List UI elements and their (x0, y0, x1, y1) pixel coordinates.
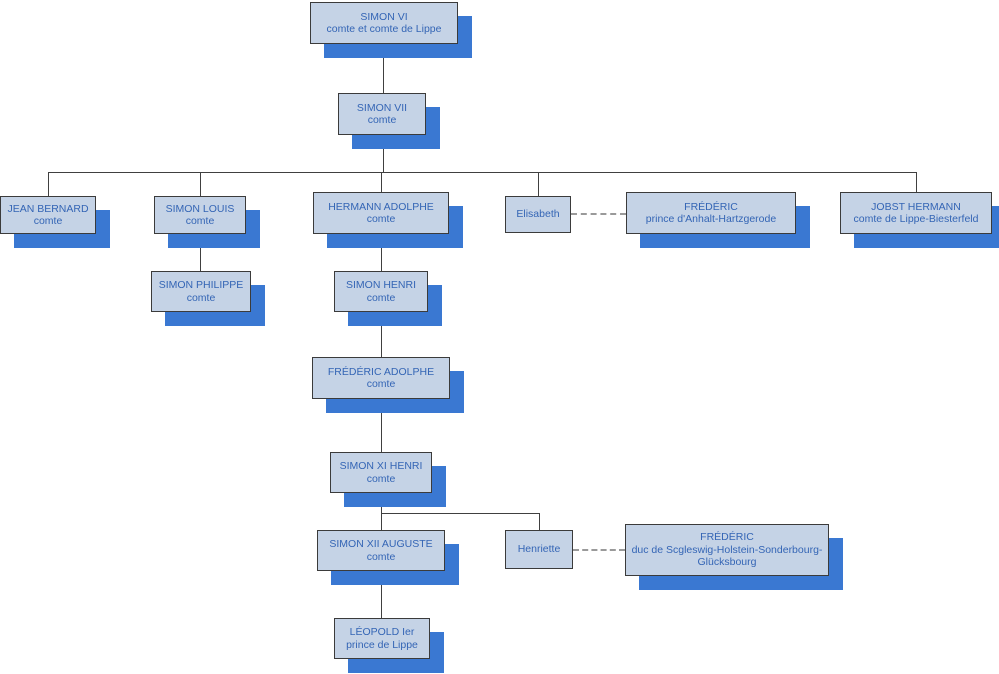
connector-bus-simon12 (381, 513, 382, 530)
node-name: SIMON VI (360, 10, 408, 23)
node-name: SIMON XI HENRI (339, 460, 423, 473)
connector-bus-jeanb (48, 172, 49, 196)
connector-hermann-simonh (381, 234, 382, 271)
node-name: SIMON PHILIPPE (158, 279, 244, 292)
connector-simon7-down (383, 135, 384, 172)
node-title: comte (366, 291, 396, 304)
node-title: comte (185, 215, 215, 227)
node-name: LÉOPOLD Ier (349, 626, 415, 639)
node-title: comte (366, 213, 396, 225)
node-name: HERMANN ADOLPHE (328, 200, 434, 213)
node-name: Elisabeth (516, 208, 560, 221)
node-title: comte de Lippe-Biesterfeld (853, 213, 979, 225)
connector-simon12-leopold (381, 571, 382, 618)
node-box[interactable]: Henriette (505, 530, 573, 569)
node-title: comte (366, 378, 396, 390)
connector-simon6-simon7 (383, 44, 384, 93)
node-title: comte et comte de Lippe (326, 23, 442, 35)
node-name: Henriette (517, 543, 561, 556)
connector-bus-hermann (381, 172, 382, 192)
marriage-elisabeth-frederic (571, 213, 626, 215)
connector-simonl-simonp (200, 234, 201, 271)
node-title: duc de Scgleswig-Holstein-Sonderbourg-Gl… (631, 543, 823, 569)
connector-fredada-simon11 (381, 399, 382, 452)
connector-bus-elisabeth (538, 172, 539, 196)
node-name: JOBST HERMANN (871, 200, 961, 213)
connector-bus-simonl (200, 172, 201, 196)
node-name: SIMON HENRI (345, 279, 416, 292)
node-title: comte (186, 291, 216, 304)
node-box[interactable]: Elisabeth (505, 196, 571, 233)
sibling-bus-row3 (48, 172, 916, 173)
node-name: JEAN BERNARD (7, 202, 89, 215)
node-name: FRÉDÉRIC (700, 531, 754, 544)
node-title: prince d'Anhalt-Hartzgerode (645, 213, 777, 225)
marriage-henriette-frederic (573, 549, 625, 551)
sibling-bus-row-henriette (381, 513, 540, 514)
node-title: comte (366, 472, 396, 485)
node-name: SIMON VII (356, 101, 408, 114)
node-name: FRÉDÉRIC ADOLPHE (327, 365, 435, 378)
node-title: comte (33, 215, 63, 227)
node-name: SIMON LOUIS (165, 202, 235, 215)
connector-simonh-fredada (381, 312, 382, 357)
node-title: prince de Lippe (346, 638, 418, 651)
connector-bus-henriette (539, 513, 540, 530)
node-title: comte (367, 114, 397, 126)
node-name: FRÉDÉRIC (684, 200, 738, 213)
node-title: comte (366, 550, 396, 563)
connector-bus-jobst (916, 172, 917, 192)
node-name: SIMON XII AUGUSTE (329, 538, 433, 551)
